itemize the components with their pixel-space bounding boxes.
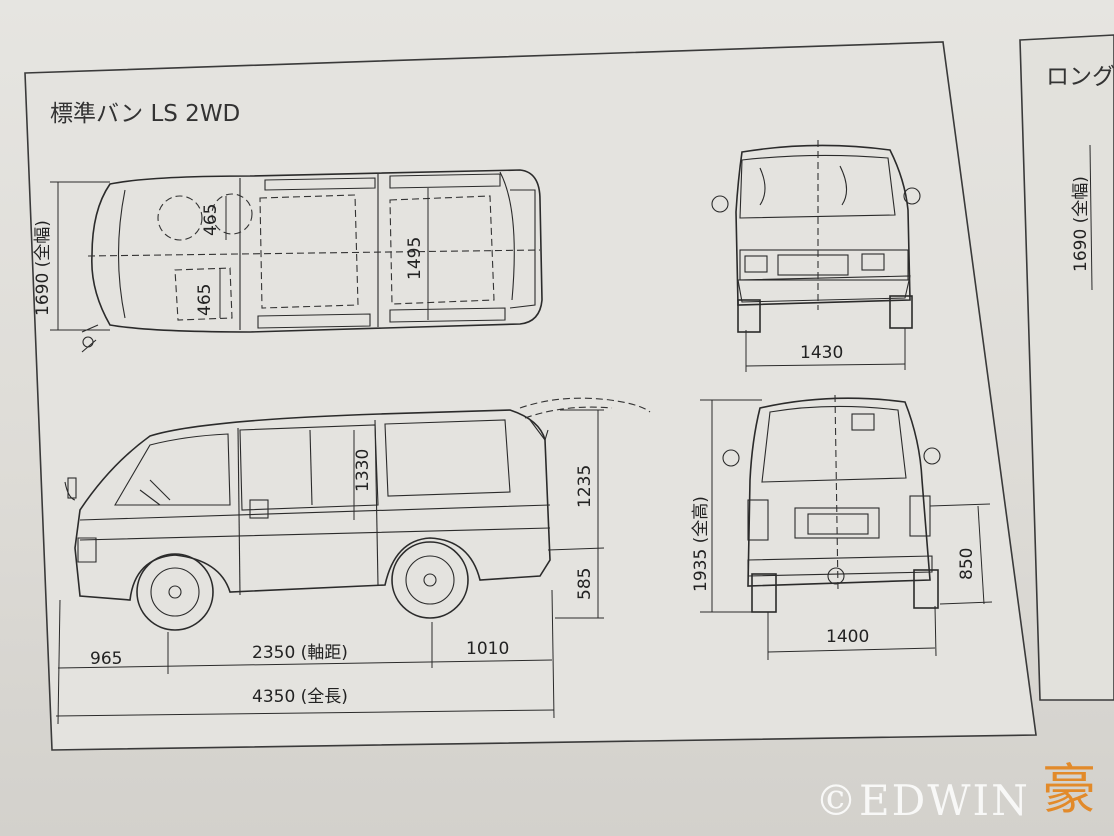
overall-height-label: 1935 (全高) [691,496,711,592]
top-inner-width-label: 1495 [405,237,425,280]
side-upper-height-label: 1235 [575,465,595,508]
rear-floor-height-label: 850 [957,548,977,580]
front-overhang-label: 965 [90,649,122,669]
front-tread-label: 1430 [800,343,843,363]
main-frame [24,41,1037,751]
front-view [711,140,921,372]
next-panel-title: ロング [1046,64,1114,90]
top-seat-b-label: 465 [195,284,215,316]
wheelbase-label: 2350 (軸距) [252,643,348,663]
watermark-text: ©EDWIN [815,776,1030,825]
long-width-label: 1690 (全幅) [1071,176,1091,272]
top-view [50,169,543,353]
watermark-kanji: 豪 [1042,758,1096,821]
long-width-dim [1089,144,1093,291]
rear-view [700,394,993,660]
rear-tread-label: 1400 [826,627,869,647]
top-width-label: 1690 (全幅) [33,220,53,316]
side-view [55,397,651,725]
rear-overhang-label: 1010 [466,639,509,659]
overall-length-label: 4350 (全長) [252,687,348,707]
side-floor-height-label: 585 [575,568,595,600]
panel-title: 標準バン LS 2WD [50,101,240,127]
top-seat-a-label: 465 [201,204,221,236]
side-interior-height-label: 1330 [353,449,373,492]
next-panel-frame [1019,34,1114,701]
